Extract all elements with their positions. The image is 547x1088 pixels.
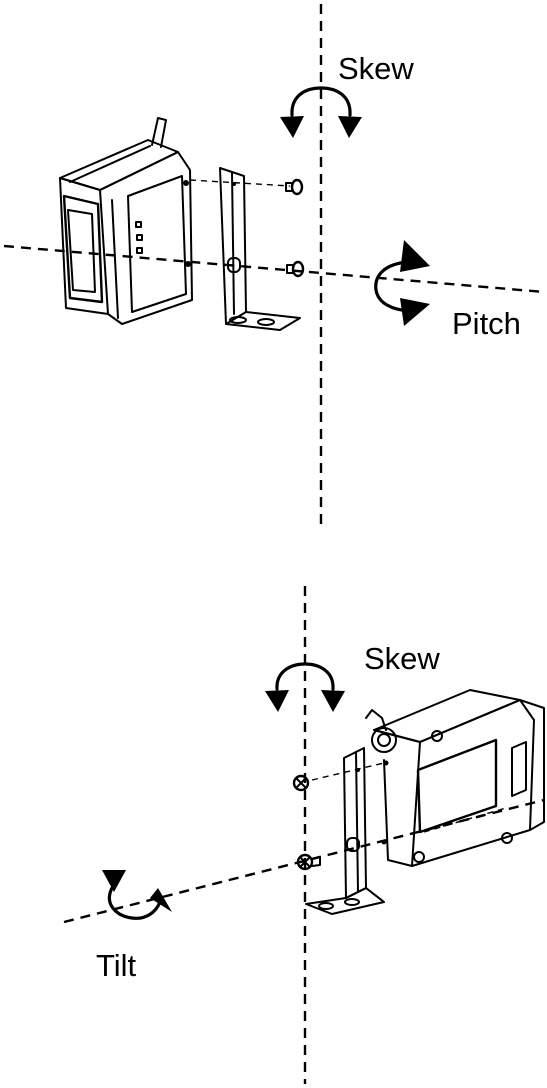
bottom-skew-rotation-icon [265, 662, 345, 712]
top-pitch-rotation-icon [374, 240, 430, 326]
top-scanner-icon [59, 117, 193, 325]
top-pitch-label: Pitch [452, 306, 521, 341]
top-skew-rotation-icon [280, 86, 362, 138]
top-skew-label: Skew [338, 51, 414, 86]
bottom-tilt-rotation-icon [102, 870, 172, 920]
top-view: Skew Pitch [3, 4, 545, 524]
top-screw-upper-icon [285, 178, 304, 196]
bottom-view: Skew Tilt [63, 586, 545, 1084]
bottom-screw-lower-icon [296, 853, 321, 871]
bottom-screw-upper-icon [292, 774, 310, 792]
top-pitch-axis [3, 244, 545, 294]
top-screw-lower-icon [286, 260, 305, 278]
bottom-screw-guide-upper [311, 762, 385, 781]
bottom-scanner-icon [365, 689, 545, 867]
top-bracket-icon [219, 167, 301, 331]
bottom-bracket-icon [305, 747, 385, 915]
top-screw-guide-upper [189, 179, 291, 187]
bottom-skew-label: Skew [364, 641, 440, 676]
bottom-tilt-label: Tilt [96, 948, 137, 983]
